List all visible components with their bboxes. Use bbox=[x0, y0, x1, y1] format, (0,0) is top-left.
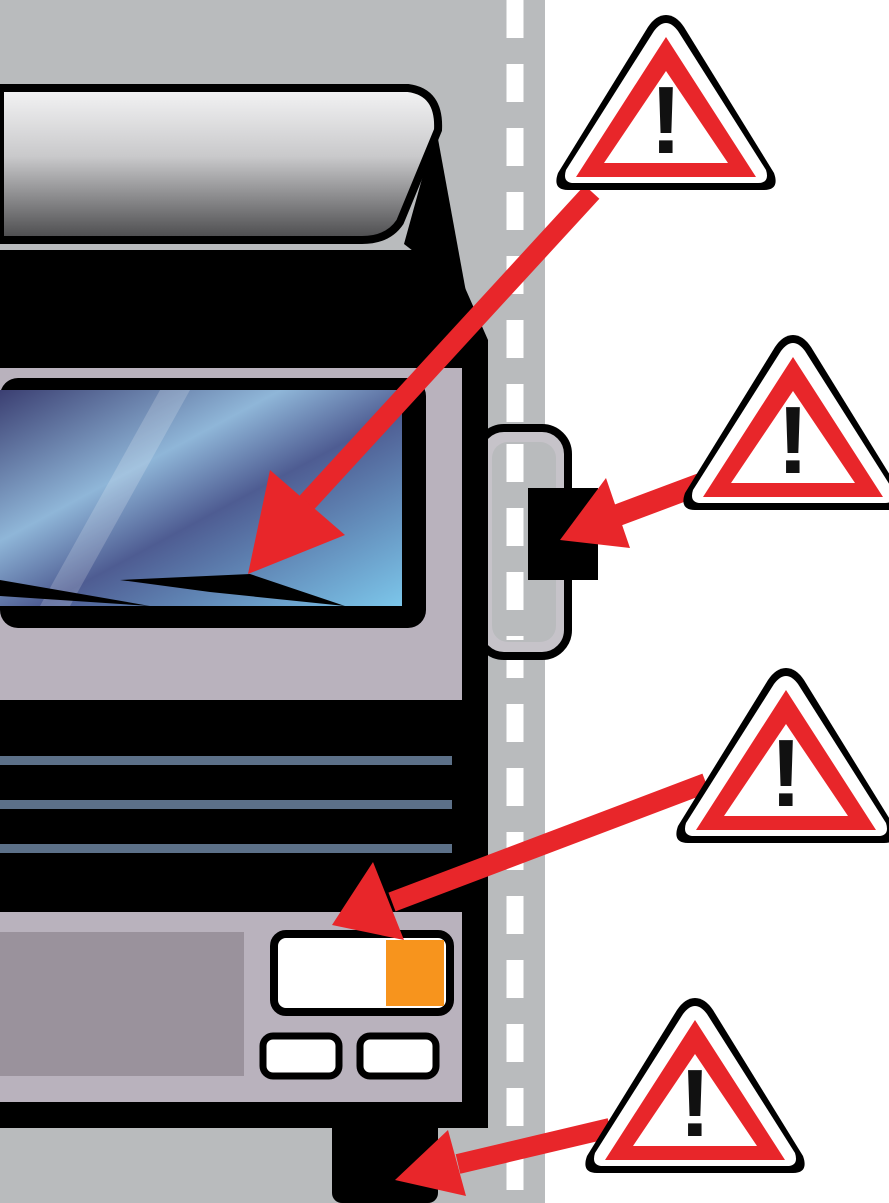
grille-stripe-3 bbox=[0, 844, 452, 853]
turn-signal-light bbox=[386, 940, 444, 1006]
truck-cab bbox=[0, 88, 488, 1203]
bumper-plate-area bbox=[0, 932, 244, 1076]
warning-mirror: ! bbox=[683, 335, 889, 510]
warning-headlight: ! bbox=[676, 668, 889, 843]
warning-windshield: ! bbox=[556, 15, 775, 190]
warning-symbol: ! bbox=[679, 1050, 711, 1157]
warning-symbol: ! bbox=[770, 720, 802, 827]
sun-visor bbox=[0, 88, 438, 240]
grille-stripe-2 bbox=[0, 800, 452, 809]
warning-symbol: ! bbox=[777, 387, 809, 494]
warning-symbol: ! bbox=[650, 67, 682, 174]
grille-stripe-1 bbox=[0, 756, 452, 765]
warning-step: ! bbox=[585, 998, 804, 1173]
fog-light-right bbox=[360, 1036, 436, 1076]
fog-light-left bbox=[263, 1036, 339, 1076]
